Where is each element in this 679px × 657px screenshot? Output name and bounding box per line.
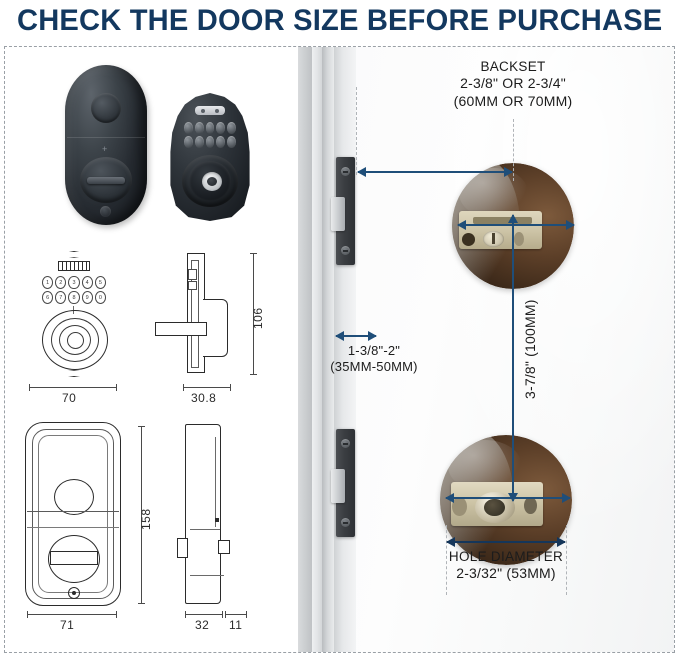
interior-thumbturn-outline [48,535,100,583]
keypad-digit: 6 [42,291,54,304]
interior-screw-icon [68,587,80,599]
dimline-keypad-width [29,384,117,391]
keypad-indicator-strip-icon [58,261,90,271]
interior-thumbturn-bar [87,177,125,184]
backset-imperial: 2-3/8" OR 2-3/4" [460,75,566,92]
exterior-sensor-strip-icon [195,106,225,115]
hole-spacing-arrow [508,214,518,502]
dimlabel-interior-depth-1: 32 [195,618,210,632]
latch-bore-hole [440,435,572,565]
drawing-interior-unit: 71 158 32 11 [5,412,298,652]
interior-side-view [177,422,245,604]
dimlabel-keypad-height: 106 [251,307,265,329]
keypad-spindle [155,322,207,336]
right-panel-door-scene: BACKSET 2-3/8" OR 2-3/4" (60MM OR 70MM) … [298,47,674,652]
refline-backset-center [513,119,514,181]
interior-lock-photo: + [65,65,147,225]
latch-bore-width-arrow [445,493,571,503]
hole-diameter-arrow [446,537,566,547]
keypad-digit: 1 [42,276,54,289]
hole-diameter-title: HOLE DIAMETER [448,549,564,564]
backset-title: BACKSET [480,59,546,74]
backset-arrow [357,167,513,177]
backset-annotation: BACKSET 2-3/8" OR 2-3/4" (60MM OR 70MM) [398,59,628,110]
refline-hole-right [566,525,567,595]
page-title: CHECK THE DOOR SIZE BEFORE PURCHASE [16,4,663,37]
dimlabel-interior-width: 71 [60,618,75,632]
keypad-digit: 2 [55,276,67,289]
page-title-bar: CHECK THE DOOR SIZE BEFORE PURCHASE [0,0,679,42]
left-panel: + [5,47,298,652]
door-jamb-outer [298,47,312,652]
exterior-fingerprint-reader-icon [182,155,238,207]
door-thickness-arrow [335,331,377,341]
keypad-digit: 3 [68,276,80,289]
dimlabel-keypad-depth: 30.8 [191,391,217,405]
content-frame: + [4,46,675,653]
keypad-digit: 0 [94,291,106,304]
interior-plus-marker-icon: + [102,144,108,154]
door-thickness-metric: (35MM-50MM) [330,358,418,374]
hole-spacing-annotation: 3-7/8" (100MM) [522,299,539,399]
dimline-interior-height [138,426,145,604]
interior-seam-line [67,137,145,138]
door-jamb-inner [312,47,322,652]
dimline-interior-depth-2 [225,611,247,618]
hole-diameter-annotation: HOLE DIAMETER 2-3/32" (53MM) [410,549,602,583]
dimlabel-interior-height: 158 [139,508,153,530]
interior-logo-dial-icon [91,93,121,123]
deadbolt-bore-hole [452,163,574,289]
door-thickness-imperial: 1-3/8"-2" [347,343,401,358]
dimlabel-interior-depth-2: 11 [229,618,243,632]
hole-diameter-value: 2-3/32" (53MM) [456,565,556,582]
keypad-digit: 8 [68,291,80,304]
product-photo-group: + [17,57,287,237]
dimline-interior-depth-1 [185,611,223,618]
keypad-side-view [155,251,237,375]
interior-front-view [25,422,121,606]
dimline-keypad-height [250,253,257,375]
keypad-digit: 5 [94,276,106,289]
hole-spacing-value: 3-7/8" (100MM) [522,299,538,399]
exterior-keypad-buttons [184,122,236,148]
keypad-digit-grid: 1 2 3 4 5 6 7 8 9 0 [42,276,106,304]
door-thickness-annotation: 1-3/8"-2" (35MM-50MM) [298,343,464,375]
dimline-keypad-depth [183,384,231,391]
keypad-digit: 9 [81,291,93,304]
keypad-digit: 4 [81,276,93,289]
refline-hole-left [446,525,447,595]
keypad-front-view: 1 2 3 4 5 6 7 8 9 0 [32,251,116,377]
drawing-exterior-keypad-unit: 1 2 3 4 5 6 7 8 9 0 [5,247,298,407]
latch-housing [450,481,543,526]
exterior-lock-photo [165,93,255,221]
interior-led-indicator-icon [100,206,111,217]
refline-door-face-left [356,87,357,175]
strike-plate-latch [331,429,355,537]
deadbolt-bore-width-arrow [457,220,575,230]
dimline-interior-width [27,611,117,618]
keypad-fingerprint-outline [42,310,108,370]
keypad-digit: 7 [55,291,67,304]
interior-upper-knob-outline [54,479,94,515]
dimlabel-keypad-width: 70 [62,391,77,405]
backset-metric: (60MM OR 70MM) [453,92,573,109]
deadbolt-cylinder [459,210,543,249]
strike-plate-deadbolt [331,157,355,265]
